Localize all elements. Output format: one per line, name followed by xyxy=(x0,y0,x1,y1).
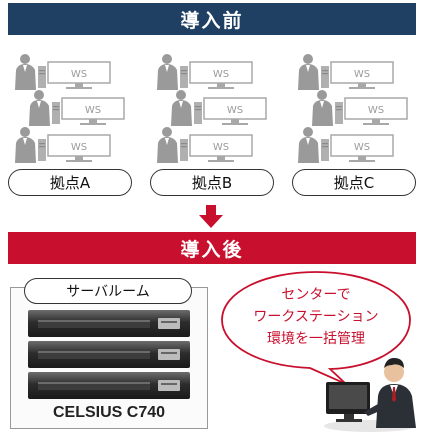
workstation-user-icon: WS xyxy=(311,89,411,127)
workstation-user-icon: WS xyxy=(156,53,256,91)
bubble-line-3: 環境を一括管理 xyxy=(267,331,365,347)
workstation-user-icon: WS xyxy=(170,89,270,127)
workstation-user-icon: WS xyxy=(297,53,397,91)
ws-label: WS xyxy=(213,69,229,80)
ws-label: WS xyxy=(354,69,370,80)
before-title: 導入前 xyxy=(8,3,416,35)
ws-label: WS xyxy=(227,105,243,116)
ws-label: WS xyxy=(368,105,384,116)
workstation-user-icon: WS xyxy=(156,126,256,164)
ws-label: WS xyxy=(71,142,87,153)
bubble-line-1: センターで xyxy=(281,287,351,303)
after-title: 導入後 xyxy=(8,232,416,264)
admin-at-desk-icon xyxy=(324,358,416,432)
ws-label: WS xyxy=(71,69,87,80)
workstation-user-icon: WS xyxy=(14,126,114,164)
down-arrow-icon xyxy=(199,205,223,228)
ws-label: WS xyxy=(85,105,101,116)
server-room-label: サーバルーム xyxy=(24,278,192,304)
ws-label: WS xyxy=(213,142,229,153)
bubble-line-2: ワークステーション xyxy=(253,309,379,325)
ws-label: WS xyxy=(354,142,370,153)
site-a-label: 拠点A xyxy=(8,169,132,196)
site-b-label: 拠点B xyxy=(150,169,274,196)
workstation-user-icon: WS xyxy=(14,53,114,91)
workstation-user-icon: WS xyxy=(297,126,397,164)
site-c-label: 拠点C xyxy=(292,169,416,196)
workstation-user-icon: WS xyxy=(28,89,128,127)
speech-bubble-text: センターで ワークステーション 環境を一括管理 xyxy=(232,284,400,350)
rack-server-icon xyxy=(28,310,190,399)
server-name: CELSIUS C740 xyxy=(52,404,166,421)
